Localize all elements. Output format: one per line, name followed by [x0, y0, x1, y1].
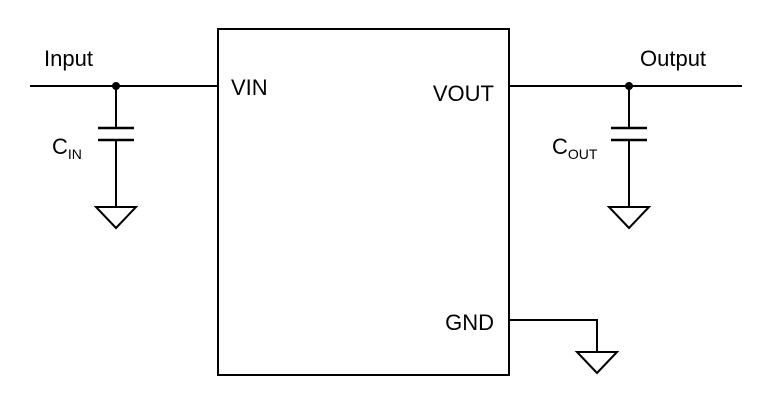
gnd-wire — [509, 319, 598, 352]
pin-vout-label: VOUT — [433, 81, 494, 106]
cin-label: CIN — [52, 134, 82, 162]
ic-block — [217, 28, 510, 376]
input-label: Input — [44, 46, 93, 71]
cin-subscript-text: IN — [68, 146, 82, 162]
output-label: Output — [640, 46, 706, 71]
pin-vin-label: VIN — [231, 75, 268, 100]
gnd-ground-symbol — [574, 351, 620, 375]
cout-label: COUT — [552, 134, 598, 162]
cin-main-text: C — [52, 134, 68, 159]
cout-main-text: C — [552, 134, 568, 159]
cout-subscript-text: OUT — [568, 146, 598, 162]
cin-ground-symbol — [93, 206, 139, 230]
pin-gnd-label: GND — [445, 310, 494, 335]
cout-ground-symbol — [606, 206, 652, 230]
